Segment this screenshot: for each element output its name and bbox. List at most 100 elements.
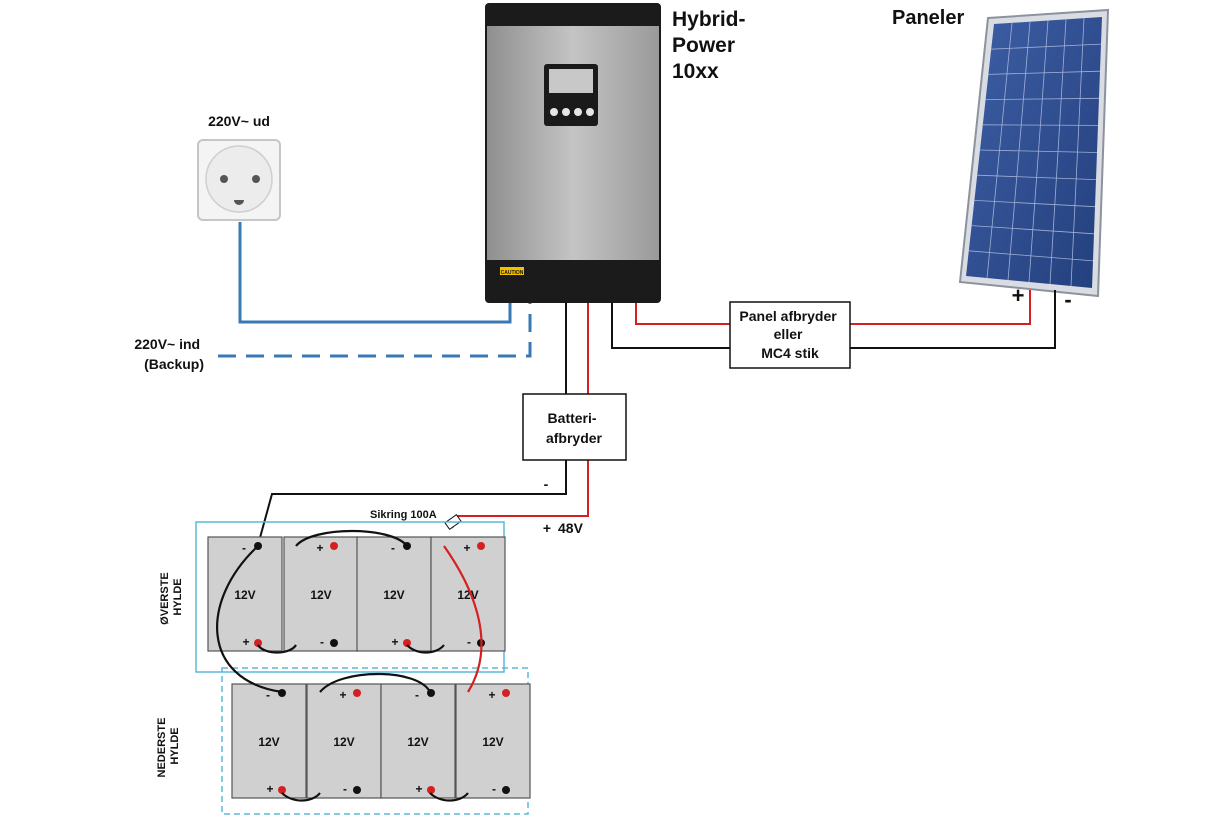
battery-series-wire [319, 672, 431, 693]
inverter-button[interactable] [574, 108, 582, 116]
battery-body [207, 536, 283, 652]
bottom-shelf-label: NEDERSTE HYLDE [156, 715, 181, 778]
battery-top-terminal-label: + [463, 541, 470, 555]
panel-switch-label: Panel afbryder [739, 308, 837, 324]
battery-voltage-label: 12V [258, 735, 279, 749]
battery-bottom-terminal[interactable] [403, 639, 411, 647]
battery-bottom-terminal[interactable] [278, 786, 286, 794]
pv-positive-wire-inverter [635, 303, 730, 325]
svg-text:Panel afbryder eller: Panel afbryder eller MC4 stik [739, 308, 840, 361]
battery-bottom-terminal-label: - [343, 782, 347, 796]
battery-bottom-terminal[interactable] [330, 639, 338, 647]
solar-panel [958, 8, 1110, 298]
outlet-label: 220V~ ud [208, 113, 270, 129]
battery-voltage-label: 12V [383, 588, 404, 602]
wall-outlet [197, 139, 281, 221]
panel-cell-line [968, 250, 1094, 262]
pv-positive-wire-panel [850, 290, 1031, 325]
battery-top-terminal-label: - [242, 541, 246, 555]
battery-voltage-label: 12V [333, 735, 354, 749]
panel-switch-label: eller [774, 326, 803, 342]
battery-series-wire [295, 529, 408, 547]
backup-input-label: 220V~ ind (Backup) [134, 336, 204, 372]
battery-top-terminal-label: - [415, 688, 419, 702]
battery-series-wire [406, 644, 445, 654]
battery-bottom-terminal-label: - [492, 782, 496, 796]
top-shelf-label: ØVERSTE HYLDE [159, 569, 184, 625]
battery-top-terminal-label: - [266, 688, 270, 702]
battery-series-wire [281, 792, 321, 802]
battery-top-terminal-label: + [339, 688, 346, 702]
inverter-title: Hybrid- Power 10xx [672, 8, 751, 83]
battery-bottom-terminal[interactable] [254, 639, 262, 647]
pv-negative-wire-inverter [611, 303, 730, 349]
dc-plus-label: + [543, 520, 551, 536]
panel-cell-line [985, 97, 1100, 100]
panel-cell-line [988, 70, 1101, 75]
battery-voltage-label: 12V [457, 588, 478, 602]
battery-top-terminal[interactable] [502, 689, 510, 697]
inverter-button[interactable] [550, 108, 558, 116]
ac-backup-wire [218, 303, 532, 358]
battery-series-wire [257, 644, 297, 654]
battery-body [380, 683, 456, 799]
battery-bottom-terminal-label: + [266, 782, 273, 796]
inverter-button[interactable] [562, 108, 570, 116]
fuse-label: Sikring 100A [370, 509, 437, 521]
top-shelf-battery: 12V - + [356, 536, 432, 652]
battery-bottom-terminal[interactable] [353, 786, 361, 794]
battery-bottom-terminal-label: - [320, 635, 324, 649]
battery-series-wire [216, 545, 283, 694]
battery-body [455, 683, 531, 799]
top-shelf-battery: 12V+- [283, 536, 359, 652]
pv-negative-wire-panel [850, 290, 1056, 349]
panel-cell-line [971, 225, 1095, 235]
hybrid-inverter: CAUTION [485, 3, 661, 303]
ac-output-wire [238, 222, 512, 324]
bottom-shelf-battery: 12V - + [231, 683, 307, 799]
panel-cell-line [979, 149, 1098, 153]
battery-voltage-label: 12V [310, 588, 331, 602]
battery-switch-label: afbryder [546, 430, 603, 446]
panel-cell-line [982, 124, 1099, 126]
top-shelf-battery: 12V - + [207, 536, 283, 652]
inverter-button[interactable] [586, 108, 594, 116]
battery-top-terminal-label: - [391, 541, 395, 555]
panel-plus-label: + [1012, 283, 1025, 308]
dc-voltage-label: 48V [558, 520, 584, 536]
panel-switch-box[interactable]: Panel afbryder eller MC4 stik [729, 301, 851, 369]
battery-voltage-label: 12V [482, 735, 503, 749]
battery-top-terminal-label: + [488, 688, 495, 702]
top-shelf-battery: 12V+- [430, 536, 506, 652]
battery-body [231, 683, 307, 799]
panel-minus-label: - [1064, 287, 1071, 312]
battery-series-wire [443, 545, 483, 693]
panels-title: Paneler [892, 7, 964, 29]
battery-voltage-label: 12V [407, 735, 428, 749]
battery-bottom-terminal[interactable] [502, 786, 510, 794]
battery-switch-box[interactable]: Batteri- afbryder [522, 393, 627, 461]
battery-body [283, 536, 359, 652]
battery-switch-label: Batteri- [548, 410, 597, 426]
panel-cell-line [991, 43, 1102, 50]
bottom-shelf-battery: 12V + - [455, 683, 531, 799]
battery-top-terminal[interactable] [278, 689, 286, 697]
battery-voltage-label: 12V [234, 588, 255, 602]
caution-label: CAUTION [501, 270, 524, 276]
battery-body [430, 536, 506, 652]
battery-negative-main-wire [257, 460, 567, 546]
battery-bottom-terminal-label: + [391, 635, 398, 649]
battery-bottom-terminal-label: + [242, 635, 249, 649]
bottom-shelf-battery: 12V + - [306, 683, 382, 799]
caution-sticker [500, 267, 524, 275]
battery-bottom-terminal[interactable] [427, 786, 435, 794]
panel-cell-line [977, 174, 1097, 180]
battery-body [306, 683, 382, 799]
battery-top-terminal[interactable] [330, 542, 338, 550]
battery-top-terminal[interactable] [353, 689, 361, 697]
panel-switch-label: MC4 stik [761, 345, 819, 361]
battery-series-wire [429, 792, 469, 802]
battery-top-terminal[interactable] [477, 542, 485, 550]
bottom-shelf [221, 667, 529, 815]
